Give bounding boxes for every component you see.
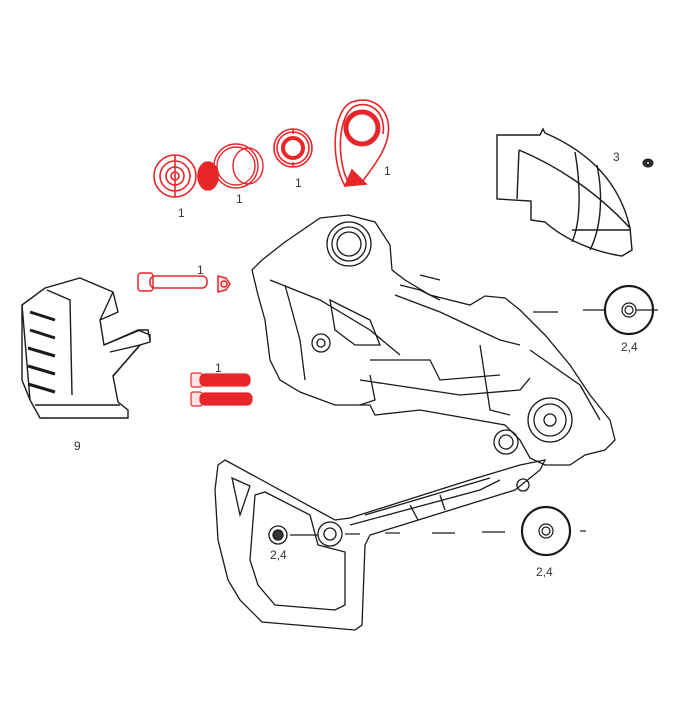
upper-pulley-washer xyxy=(533,284,658,336)
callout-label: 1 xyxy=(215,361,222,375)
callout-label: 3 xyxy=(613,150,620,164)
cover-screw xyxy=(642,158,654,168)
callout-label: 9 xyxy=(74,439,81,453)
bearing-ring xyxy=(273,128,313,168)
callout-label: 1 xyxy=(236,192,243,206)
derailleur-body xyxy=(251,214,616,492)
pulley-bushing xyxy=(153,154,219,198)
callout-label: 1 xyxy=(178,206,185,220)
pivot-bolts-pair xyxy=(190,372,253,407)
callout-label: 1 xyxy=(384,164,391,178)
inner-guard xyxy=(21,277,151,419)
b-knuckle-cam xyxy=(334,99,390,187)
lower-pulley-washer xyxy=(290,505,586,557)
derailleur-cage xyxy=(214,459,547,631)
callout-label: 1 xyxy=(197,263,204,277)
callout-label: 2,4 xyxy=(270,548,287,562)
washer-ring xyxy=(213,143,264,189)
callout-label: 2,4 xyxy=(536,565,553,579)
callout-label: 2,4 xyxy=(621,340,638,354)
pivot-pin-and-nut xyxy=(137,272,231,293)
callout-label: 1 xyxy=(295,176,302,190)
outer-cover xyxy=(496,127,633,257)
